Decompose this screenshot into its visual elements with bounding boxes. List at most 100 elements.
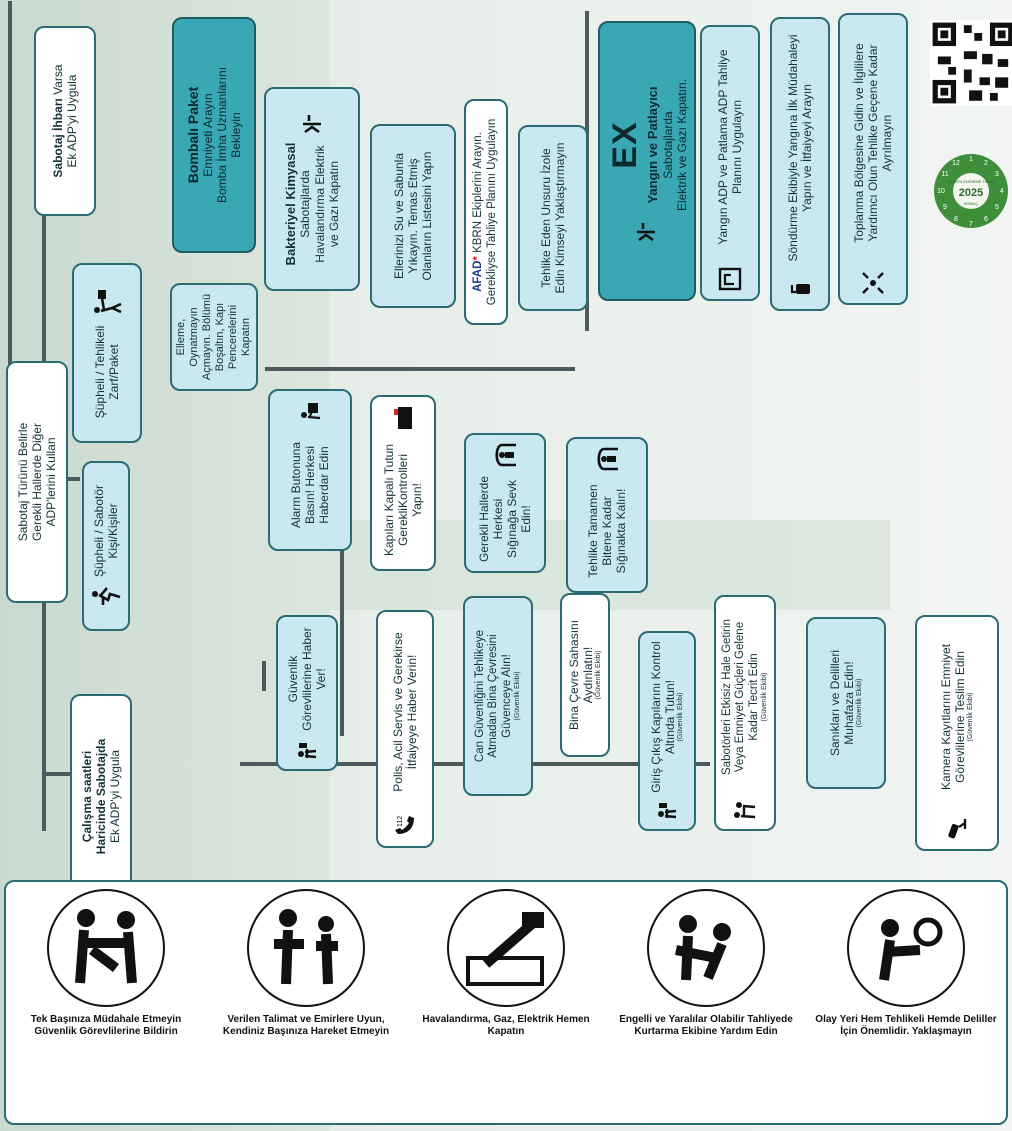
connector-chem — [265, 367, 575, 371]
mid-step-4-text: Tehlike Tamamen Bitene Kadar Sığınakta K… — [586, 479, 628, 583]
box-sabotage-type: Sabotaj Türünü Belirle Gerekli Hallerde … — [6, 361, 68, 603]
fire-line1: Sabotajlarda — [661, 79, 675, 211]
crime-scene-icon — [846, 888, 966, 1008]
pictogram-item-2: Verilen Talimat ve Emirlere Uyun, Kendin… — [206, 882, 406, 1122]
left-step-5: Giriş Çıkış Kapılarını Kontrol Altında T… — [638, 631, 696, 831]
pictogram-caption-4: Engelli ve Yaralılar Olabilir Tahliyede … — [613, 1014, 799, 1037]
ventilation-icon — [301, 113, 323, 135]
left-step-5-sub: (Güvenlik Ekibi) — [677, 641, 685, 793]
package-line2: Zarf/Paket — [107, 326, 121, 419]
box-notice: Sabotaj İhbarı Varsa Ek ADP'yi Uygula — [34, 26, 96, 216]
phone-112-icon: 112 — [392, 812, 418, 838]
fire-step-3-text: Toplanma Bölgesine Gidin ve İlgililere Y… — [852, 23, 894, 263]
badge-side: SONUÇ — [964, 201, 979, 206]
chem-line1: Sabotajlarda — [298, 143, 312, 266]
box-package-note: Elleme, Oynatmayın Açmayın. Bölümü Boşal… — [170, 283, 258, 391]
badge-month-6: 6 — [984, 216, 988, 223]
box-persons: Şüpheli / Sabotör Kişi/Kişiler — [82, 461, 130, 631]
badge-month-7: 7 — [969, 221, 973, 228]
sabotage-type-line2: Gerekli Hallerde Diğer — [30, 423, 44, 542]
chem-line3: ve Gazı Kapatın — [327, 143, 341, 266]
guard-radio-icon — [297, 741, 317, 761]
evacuation-map-icon — [718, 267, 742, 291]
mid-step-1-text: Alarm Butonuna Basın! Herkesi Haberdar E… — [289, 429, 331, 541]
box-after-hours: Çalışma saatleri Haricinde Sabotajda Ek … — [70, 694, 132, 899]
badge-month-1: 1 — [969, 156, 973, 163]
switch-off-icon — [446, 888, 566, 1008]
badge-month-3: 3 — [995, 171, 999, 178]
connector-f — [262, 661, 266, 691]
svg-text:112: 112 — [397, 816, 404, 827]
badge-month-12: 12 — [952, 160, 960, 167]
after-hours-line2: Haricinde Sabotajda — [94, 739, 108, 854]
shelter-person-icon-2 — [594, 447, 620, 471]
assembly-point-icon — [861, 271, 885, 295]
left-step-6: Sabotörleri Etkisiz Hale Getirin Veya Em… — [714, 595, 776, 831]
chem-title: Bakteriyel Kimyasal — [283, 143, 298, 266]
mid-step-4: Tehlike Tamamen Bitene Kadar Sığınakta K… — [566, 437, 648, 593]
package-line1: Şüpheli / Tehlikeli — [93, 326, 107, 419]
mid-step-2: Kapıları Kapalı Tutun GerekliKontrolleri… — [370, 395, 436, 571]
fire-step-2-text: Söndürme Ekibiyle Yangına İlk Müdahaleyi… — [786, 27, 814, 269]
arrest-icon — [733, 797, 757, 821]
qr-code[interactable] — [930, 20, 1012, 106]
left-step-4-sub: (Güvenlik Ekibi) — [595, 603, 603, 747]
pictogram-item-1: Tek Başınıza Müdahale Etmeyin Güvenlik G… — [6, 882, 206, 1122]
fire-step-1: Yangın ADP ve Patlama ADP Tahliye Planın… — [700, 25, 760, 301]
fire-title: Yangın ve Patlayıcı — [645, 79, 660, 211]
after-hours-line3: Ek ADP'yi Uygula — [108, 739, 122, 854]
badge-month-2: 2 — [984, 160, 988, 167]
door-closed-icon — [392, 405, 414, 431]
left-step-8-sub: (Güvenlik Ekibi) — [967, 625, 975, 809]
left-step-4-text: Bina Çevre Sahasını Aydınlatın! — [567, 603, 595, 747]
left-step-1-text: Güvenlik Görevlilerine Haber Ver! — [286, 625, 328, 733]
badge-month-9: 9 — [943, 204, 947, 211]
badge-month-5: 5 — [995, 204, 999, 211]
ex-symbol: EX — [605, 79, 645, 211]
left-step-2-text: Polis, Acil Servis ve Gerekirse İtfaiyey… — [391, 620, 419, 804]
box-package: Şüpheli / Tehlikeli Zarf/Paket — [72, 263, 142, 443]
box-chem: Bakteriyel Kimyasal Sabotajlarda Havalan… — [264, 87, 360, 291]
shelter-person-icon — [492, 443, 518, 467]
fleeing-person-icon — [91, 585, 121, 607]
sabotage-type-line3: ADP'lerini Kullan — [44, 423, 58, 542]
bomb-line2: Bomba İmha Uzmanlarını — [215, 67, 229, 203]
package-note-1: Elleme, Oynatmayın — [175, 293, 201, 381]
chem-line2: Havalandırma Elektrik — [313, 143, 327, 266]
after-hours-line1: Çalışma saatleri — [80, 739, 94, 854]
persons-line1: Şüpheli / Sabotör — [92, 485, 106, 577]
chem-step-1: Ellerinizi Su ve Sabunla Yıkayın. Temas … — [370, 124, 456, 308]
fire-line2: Elektrik ve Gazı Kapatın. — [675, 79, 689, 211]
ventilation-icon-2 — [635, 219, 659, 243]
left-step-3-sub: (Güvenlik Ekibi) — [514, 606, 522, 786]
left-step-3-text: Can Güvenliğini Tehlikeye Atmadan Bina Ç… — [474, 606, 515, 786]
persons-line2: Kişi/Kişiler — [106, 485, 120, 577]
badge-month-8: 8 — [954, 216, 958, 223]
guard-gate-icon — [657, 801, 677, 821]
left-step-8-text: Kamera Kayıtlarını Emniyet Görevlilerine… — [939, 625, 967, 809]
badge-month-4: 4 — [1000, 188, 1004, 195]
chem-step-2: AFAD* KBRN Ekiplerini Arayın. Gerekliyse… — [464, 99, 508, 325]
pictogram-caption-3: Havalandırma, Gaz, Elektrik Hemen Kapatı… — [413, 1014, 599, 1037]
badge-year: 2025 — [959, 187, 983, 199]
fire-step-2: Söndürme Ekibiyle Yangına İlk Müdahaleyi… — [770, 17, 830, 311]
left-step-3: Can Güvenliğini Tehlikeye Atmadan Bina Ç… — [463, 596, 533, 796]
mid-step-3-text: Gerekli Hallerde Herkesi Sığınağa Sevk E… — [477, 475, 534, 563]
pictogram-caption-1: Tek Başınıza Müdahale Etmeyin Güvenlik G… — [13, 1014, 199, 1037]
rescue-injured-icon — [646, 888, 766, 1008]
bomb-title: Bombalı Paket — [185, 67, 202, 203]
bomb-line3: Bekleyin — [229, 67, 243, 203]
left-step-8: Kamera Kayıtlarını Emniyet Görevlilerine… — [915, 615, 999, 851]
package-note-2: Açmayın. Bölümü — [201, 293, 214, 381]
pictogram-item-4: Engelli ve Yaralılar Olabilir Tahliyede … — [606, 882, 806, 1122]
pictogram-item-3: Havalandırma, Gaz, Elektrik Hemen Kapatı… — [406, 882, 606, 1122]
afad-logo: AFAD* — [472, 256, 484, 292]
bomb-line1: Emniyeti Arayın — [201, 67, 215, 203]
alarm-button-icon — [298, 399, 322, 421]
left-step-1: Güvenlik Görevlilerine Haber Ver! — [276, 615, 338, 771]
inspection-badge: 2025 1 2 3 4 5 6 7 8 9 10 11 12 DEĞERLEN… — [932, 152, 1010, 230]
left-step-7-text: Sanıkları ve Delilleri Muhafaza Edin! — [828, 627, 856, 779]
left-step-4: Bina Çevre Sahasını Aydınlatın!(Güvenlik… — [560, 593, 610, 757]
pictogram-caption-5: Olay Yeri Hem Tehlikeli Hemde Deliller İ… — [813, 1014, 999, 1037]
